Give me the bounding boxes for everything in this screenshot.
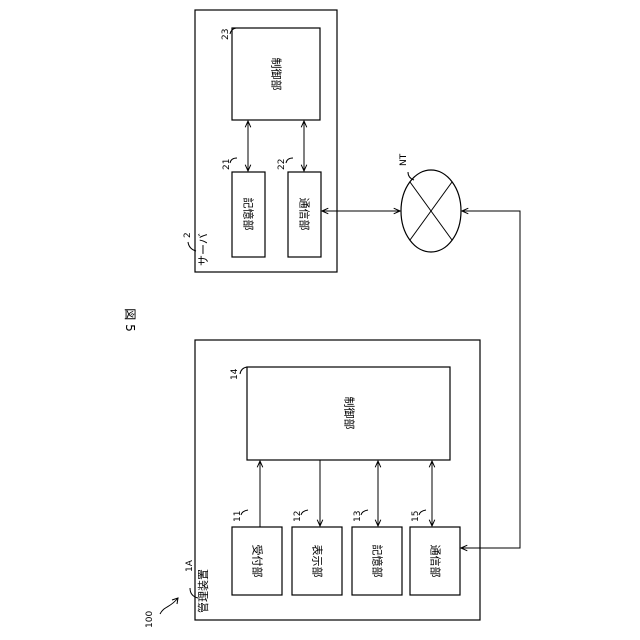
server-control-label: 制御部 [270,58,284,91]
management-unit-storage-label: 記憶部 [371,545,385,578]
system-ref: 100 [145,611,155,628]
management-ref: 1A [185,559,195,572]
management-unit-receive-label: 受付部 [251,545,265,578]
management-unit-storage-ref: 13 [353,511,363,522]
server-ref: 2 [183,232,193,238]
server-unit-comm-label: 通信部 [298,198,312,231]
management-unit-display-ref: 12 [293,511,303,522]
server-unit-storage-ref: 21 [222,159,232,170]
network-ref: NT [399,153,409,166]
server-name: サーバ [197,233,210,266]
server-unit-comm-ref: 22 [277,159,287,170]
figure-label: 図 5 [123,308,137,331]
management-control-label: 制御部 [343,397,357,430]
server-unit-comm-ref-leader [286,158,293,163]
server-unit-storage-label: 記憶部 [242,198,256,231]
management-unit-comm-label: 通信部 [429,545,443,578]
management-unit-display-label: 表示部 [311,545,325,578]
management-unit-receive-ref: 11 [233,511,243,522]
management-control-ref: 14 [230,368,240,380]
arrow-network-management-comm [461,211,520,548]
management-control-ref-leader [240,367,247,374]
management-name: 管理装置 [196,569,210,613]
system-ref-leader [160,598,178,614]
server-control-ref: 23 [221,29,231,40]
management-unit-comm-ref: 15 [411,511,421,522]
